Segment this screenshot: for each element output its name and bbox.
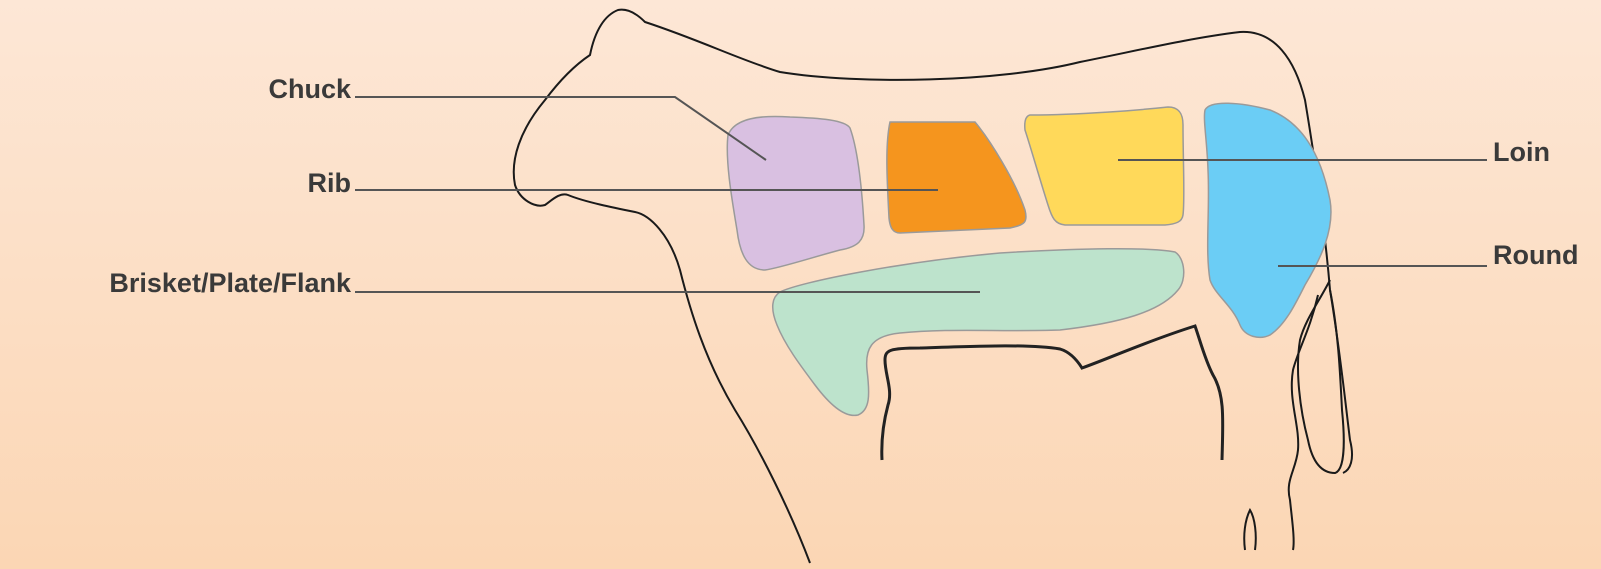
label-brisket-plate-flank: Brisket/Plate/Flank [109, 270, 351, 297]
label-round: Round [1493, 242, 1578, 269]
cow-tail [1298, 280, 1344, 473]
brisket-region [773, 249, 1184, 416]
cow-belly-line [882, 326, 1223, 460]
cow-hoof [1244, 510, 1256, 550]
label-loin: Loin [1493, 139, 1550, 166]
label-rib: Rib [308, 170, 352, 197]
loin-region [1025, 107, 1184, 225]
rib-region [887, 122, 1026, 233]
label-chuck: Chuck [268, 76, 351, 103]
chuck-leader-line [355, 97, 766, 160]
chuck-region [727, 116, 864, 270]
